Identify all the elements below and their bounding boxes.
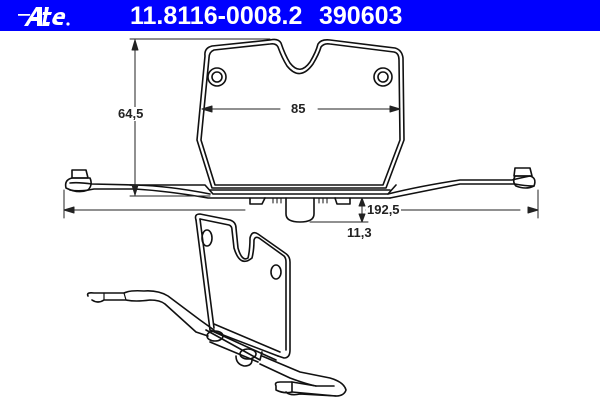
ate-logo-icon [18,7,70,26]
dimension-inner-width-label: 85 [290,101,307,116]
reference-number: 390603 [319,2,403,30]
front-view-spring [64,38,536,223]
dimension-depth-label: 11,3 [346,225,373,240]
isometric-view-spring [86,213,347,397]
dimension-height-label: 64,5 [117,106,145,121]
title-bar: 11.8116-0008.2 390603 [0,0,600,31]
part-number: 11.8116-0008.2 [130,2,303,30]
dimension-overall-length-label: 192,5 [366,202,401,217]
